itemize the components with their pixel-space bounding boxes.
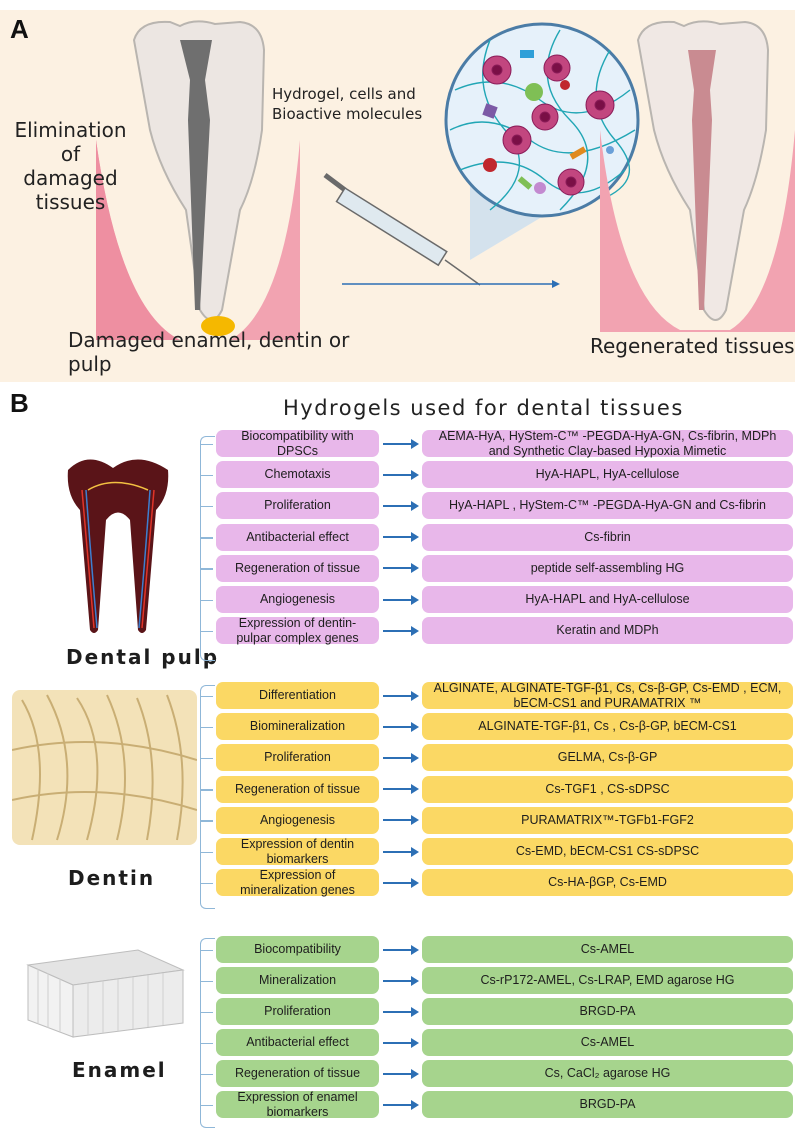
property-pill: Regeneration of tissue	[216, 1060, 379, 1087]
hydrogel-pill: AEMA-HyA, HyStem-C™ -PEGDA-HyA-GN, Cs-fi…	[422, 430, 793, 457]
hydrogel-pill: Cs-EMD, bECM-CS1 CS-sDPSC	[422, 838, 793, 865]
property-pill: Proliferation	[216, 492, 379, 519]
bracket-tick	[201, 950, 213, 952]
property-pill: Biocompatibility with DPSCs	[216, 430, 379, 457]
property-pill: Antibacterial effect	[216, 1029, 379, 1056]
arrow-connector	[383, 536, 417, 538]
bracket-tick	[201, 444, 213, 446]
hydrogel-pill: PURAMATRIX™-TGFb1-FGF2	[422, 807, 793, 834]
bracket-tick	[201, 506, 213, 508]
dentin-illustration	[12, 690, 197, 845]
property-pill: Differentiation	[216, 682, 379, 709]
bracket-tick	[201, 600, 213, 602]
syringe	[325, 175, 480, 285]
panel-b-title: Hydrogels used for dental tissues	[283, 396, 684, 420]
hydrogel-pill: ALGINATE, ALGINATE-TGF-β1, Cs, Cs-β-GP, …	[422, 682, 793, 709]
bracket-dental-pulp	[200, 436, 215, 661]
hydrogel-pill: Cs-fibrin	[422, 524, 793, 551]
bracket-tick	[201, 696, 213, 698]
property-pill: Biomineralization	[216, 713, 379, 740]
arrow-connector	[383, 567, 417, 569]
arrow-connector	[383, 505, 417, 507]
property-pill: Expression of dentin-pulpar complex gene…	[216, 617, 379, 644]
property-pill: Expression of enamel biomarkers	[216, 1091, 379, 1118]
group-name-dentin: Dentin	[68, 866, 155, 890]
group-name-dental-pulp: Dental pulp	[66, 645, 219, 669]
hydrogel-pill: BRGD-PA	[422, 998, 793, 1025]
enamel-illustration	[18, 945, 188, 1040]
hydrogel-pill: HyA-HAPL and HyA-cellulose	[422, 586, 793, 613]
property-pill: Proliferation	[216, 998, 379, 1025]
damaged-label: Damaged enamel, dentin or pulp	[68, 328, 349, 376]
arrow-connector	[383, 949, 417, 951]
property-pill: Expression of dentin biomarkers	[216, 838, 379, 865]
hydrogel-pill: ALGINATE-TGF-β1, Cs , Cs-β-GP, bECM-CS1	[422, 713, 793, 740]
group-name-enamel: Enamel	[72, 1058, 167, 1082]
bracket-tick	[201, 1105, 213, 1107]
bracket-tick	[201, 1043, 213, 1045]
bracket-dentin	[200, 685, 215, 909]
hydrogel-pill: Cs-AMEL	[422, 1029, 793, 1056]
arrow-connector	[383, 599, 417, 601]
arrow-connector	[383, 474, 417, 476]
hydrogel-pill: Cs-HA-βGP, Cs-EMD	[422, 869, 793, 896]
bracket-tick	[201, 475, 213, 477]
bracket-tick	[201, 883, 213, 885]
property-pill: Angiogenesis	[216, 586, 379, 613]
arrow-connector	[383, 819, 417, 821]
property-pill: Biocompatibility	[216, 936, 379, 963]
arrow-connector	[383, 882, 417, 884]
hydrogel-pill: Cs-AMEL	[422, 936, 793, 963]
bracket-tick	[201, 758, 213, 760]
hydrogel-pill: BRGD-PA	[422, 1091, 793, 1118]
arrow-connector	[383, 630, 417, 632]
bracket-tick	[201, 568, 213, 570]
arrow-connector	[383, 1011, 417, 1013]
hydrogel-pill: HyA-HAPL , HyStem-C™ -PEGDA-HyA-GN and C…	[422, 492, 793, 519]
hydrogel-pill: peptide self-assembling HG	[422, 555, 793, 582]
elimination-label: Elimination of damaged tissues	[8, 118, 133, 214]
property-pill: Proliferation	[216, 744, 379, 771]
hydrogel-label: Hydrogel, cells and Bioactive molecules	[272, 84, 422, 124]
bracket-tick	[201, 820, 213, 822]
hydrogel-pill: Cs-rP172-AMEL, Cs-LRAP, EMD agarose HG	[422, 967, 793, 994]
arrow-connector	[383, 980, 417, 982]
regenerated-label: Regenerated tissues	[590, 334, 795, 358]
bracket-tick	[201, 727, 213, 729]
bracket-tick	[201, 1012, 213, 1014]
bracket-tick	[201, 852, 213, 854]
property-pill: Antibacterial effect	[216, 524, 379, 551]
arrow-connector	[383, 443, 417, 445]
bracket-tick	[201, 1074, 213, 1076]
hydrogel-pill: Cs-TGF1 , CS-sDPSC	[422, 776, 793, 803]
arrow-connector	[383, 695, 417, 697]
property-pill: Regeneration of tissue	[216, 776, 379, 803]
arrow-connector	[383, 726, 417, 728]
hydrogel-pill: Keratin and MDPh	[422, 617, 793, 644]
dental-pulp-illustration	[58, 450, 178, 640]
arrow-connector	[383, 851, 417, 853]
arrow-connector	[383, 1073, 417, 1075]
property-pill: Regeneration of tissue	[216, 555, 379, 582]
panel-b-letter: B	[10, 388, 29, 419]
arrow-connector	[383, 788, 417, 790]
hydrogel-pill: HyA-HAPL, HyA-cellulose	[422, 461, 793, 488]
property-pill: Expression of mineralization genes	[216, 869, 379, 896]
arrow-connector	[383, 757, 417, 759]
bracket-tick	[201, 789, 213, 791]
bracket-enamel	[200, 938, 215, 1128]
arrow-connector	[383, 1104, 417, 1106]
arrow-connector	[383, 1042, 417, 1044]
property-pill: Chemotaxis	[216, 461, 379, 488]
bracket-tick	[201, 981, 213, 983]
hydrogel-pill: Cs, CaCl₂ agarose HG	[422, 1060, 793, 1087]
property-pill: Mineralization	[216, 967, 379, 994]
bracket-tick	[201, 631, 213, 633]
hydrogel-pill: GELMA, Cs-β-GP	[422, 744, 793, 771]
bracket-tick	[201, 537, 213, 539]
property-pill: Angiogenesis	[216, 807, 379, 834]
